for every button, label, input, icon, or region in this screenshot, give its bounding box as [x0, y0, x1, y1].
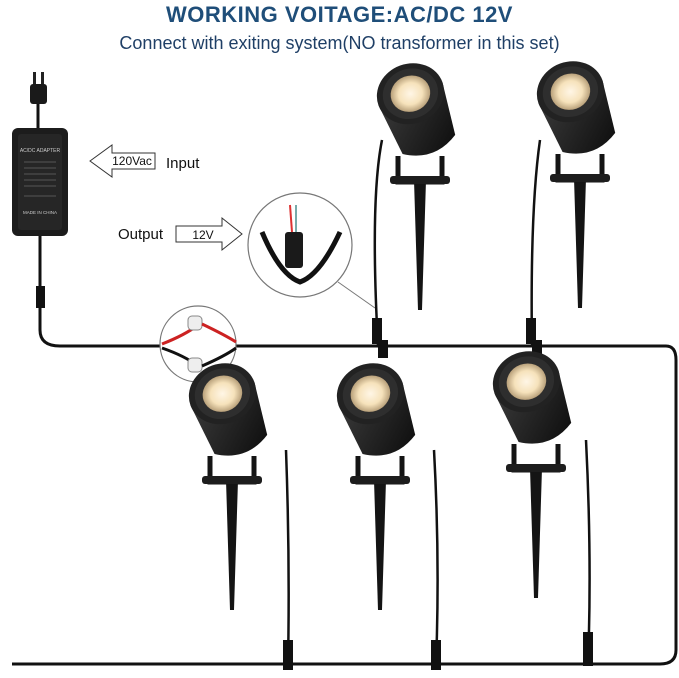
adapter-label-2: MADE IN CHINA — [23, 210, 57, 215]
spotlight-5 — [484, 342, 580, 598]
power-adapter: AC/DC ADAPTER MADE IN CHINA — [12, 128, 68, 236]
title: WORKING VOITAGE:AC/DC 12V — [165, 2, 513, 27]
spotlight-1 — [368, 54, 464, 310]
bottom-connectors — [283, 632, 593, 670]
connector-zoom — [247, 192, 376, 309]
main-cable — [12, 236, 678, 666]
adapter-label-1: AC/DC ADAPTER — [20, 148, 61, 154]
wire-join-zoom — [159, 305, 237, 383]
output-arrow-value: 12V — [192, 228, 213, 242]
top-connectors — [372, 318, 542, 358]
spotlight-4 — [328, 354, 424, 610]
spotlight-2 — [528, 52, 624, 308]
input-arrow-value: 120Vac — [112, 154, 152, 168]
plug — [30, 72, 47, 128]
inline-connector — [36, 286, 45, 308]
input-label: Input — [166, 155, 200, 172]
output-label: Output — [118, 226, 164, 243]
bottom-lamp-cables — [284, 439, 591, 665]
input-arrow: 120Vac — [89, 144, 156, 178]
spotlight-3 — [180, 354, 276, 610]
top-lamp-cables — [373, 139, 542, 347]
subtitle: Connect with exiting system(NO transform… — [119, 33, 560, 53]
output-arrow: 12V — [175, 216, 243, 252]
